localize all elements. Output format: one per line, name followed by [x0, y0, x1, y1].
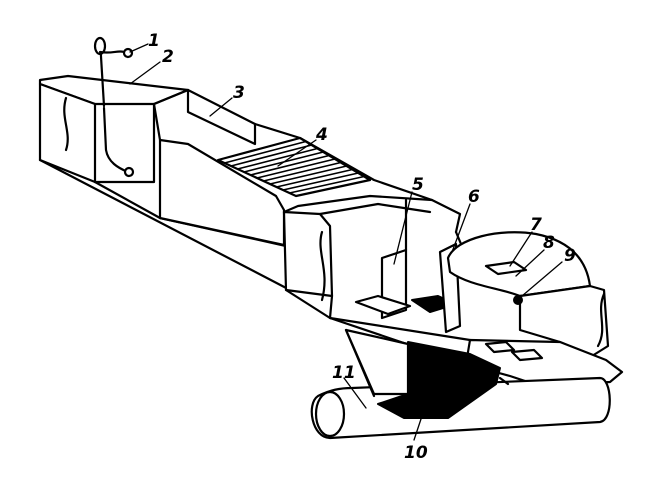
broken-edge-right — [596, 292, 606, 348]
upper-trough — [152, 88, 434, 247]
leader-7 — [509, 231, 533, 267]
cable-end — [123, 166, 135, 178]
callout-7: 7 — [530, 215, 542, 235]
leader-9 — [521, 261, 563, 297]
grate-bar — [250, 154, 330, 176]
grate-bar — [224, 140, 307, 164]
ledge-slot-2 — [510, 348, 544, 362]
grate — [216, 136, 372, 198]
rod-head — [93, 36, 107, 56]
callout-6: 6 — [468, 187, 480, 207]
mid-base-left — [284, 288, 332, 320]
leader-2 — [129, 61, 161, 85]
ledge-slot-1 — [484, 340, 516, 354]
left-end-block — [38, 74, 292, 292]
callout-3: 3 — [233, 83, 245, 103]
pin-bolt — [98, 50, 126, 54]
leader-10 — [413, 409, 425, 441]
grate-bar — [269, 165, 347, 185]
callout-1: 1 — [148, 31, 160, 51]
cable — [102, 106, 130, 174]
hopper-left-panel — [344, 328, 410, 396]
hopper-interior — [377, 341, 501, 419]
leader-6 — [451, 203, 471, 253]
dome-slot — [484, 260, 528, 276]
callout-9: 9 — [564, 246, 576, 266]
front-partition — [158, 138, 286, 247]
grate-bar — [230, 144, 312, 167]
callout-labels: 1 2 3 4 5 6 7 8 9 10 11 — [148, 31, 576, 463]
callout-11: 11 — [332, 363, 356, 383]
trough-back-wall — [186, 88, 257, 146]
leader-4 — [277, 139, 317, 167]
grate-bars — [224, 140, 365, 194]
mid-inner-rim — [318, 202, 432, 216]
callout-5: 5 — [412, 175, 424, 195]
floor-opening-left — [354, 294, 412, 316]
channel-bottom-edge — [38, 158, 292, 292]
leader-3 — [209, 97, 233, 117]
grate-bar — [289, 175, 365, 194]
leader-8 — [515, 249, 545, 277]
grate-bar — [282, 172, 359, 191]
callout-2: 2 — [162, 47, 174, 67]
callout-4: 4 — [315, 125, 328, 145]
mid-top-rim — [282, 194, 462, 234]
grate-bar — [263, 161, 342, 182]
ledge-connect — [328, 316, 472, 342]
broken-edge-left — [63, 96, 69, 152]
right-chamber — [328, 231, 624, 388]
leader-lines — [129, 43, 563, 441]
leader-1 — [129, 43, 149, 53]
leader-11 — [343, 377, 367, 409]
hopper-right-edge — [498, 376, 510, 386]
knob — [513, 295, 523, 305]
grate-bar — [237, 147, 318, 170]
broken-edge-mid — [319, 230, 326, 302]
pin-assembly — [93, 36, 135, 178]
lower-assembly — [310, 328, 611, 440]
inner-wall — [93, 102, 156, 184]
trough-link — [152, 88, 190, 106]
callout-8: 8 — [543, 233, 555, 253]
grate-bar — [276, 168, 353, 188]
callout-10: 10 — [404, 443, 428, 463]
pin-nut — [122, 47, 134, 59]
grate-bar — [256, 158, 336, 179]
trough-front — [152, 102, 162, 142]
leader-5 — [393, 191, 413, 265]
mid-front-face — [282, 210, 334, 298]
pipe-opening — [314, 390, 346, 438]
